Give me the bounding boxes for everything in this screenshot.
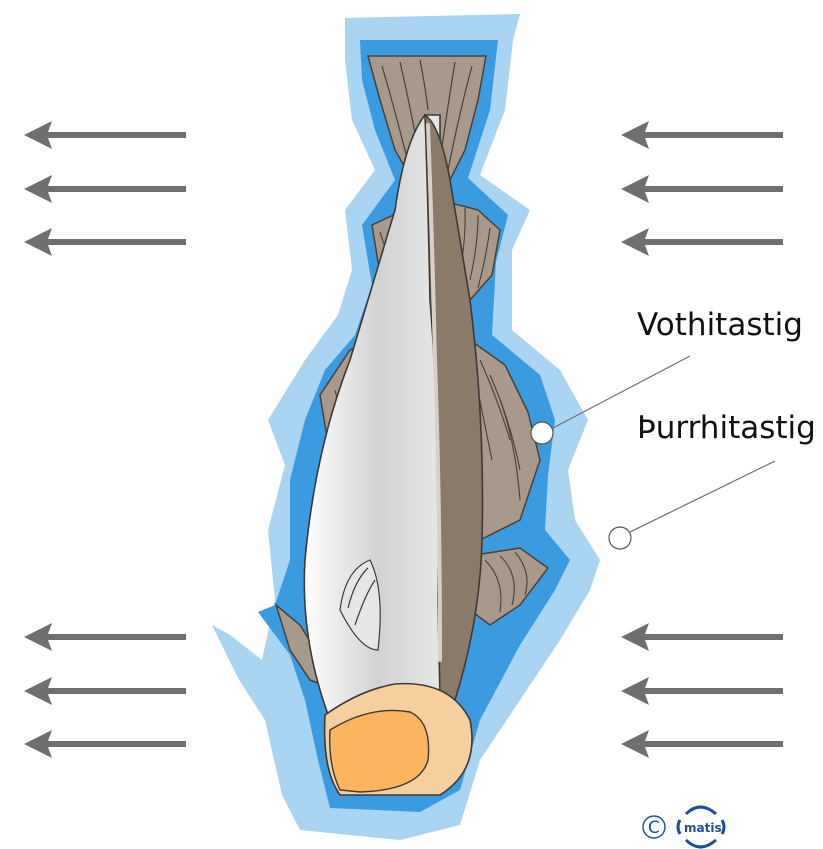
arrow-left-icon <box>24 730 186 758</box>
arrow-left-icon <box>621 121 783 149</box>
arrow-left-icon <box>621 730 783 758</box>
arrow-left-icon <box>24 677 186 705</box>
fish-cut-flesh-inner <box>330 710 429 792</box>
arrow-left-icon <box>24 121 186 149</box>
copyright-symbol: C <box>648 818 660 838</box>
arrow-left-icon <box>24 228 186 256</box>
dry-bulb-sensor-icon <box>609 527 631 549</box>
arrow-left-icon <box>621 228 783 256</box>
arrow-left-icon <box>24 623 186 651</box>
arrow-left-icon <box>621 677 783 705</box>
dry-bulb-label: Þurrhitastig <box>637 410 816 446</box>
airflow-arrows-left <box>24 121 186 758</box>
wet-bulb-sensor-icon <box>531 422 553 444</box>
arrow-left-icon <box>621 175 783 203</box>
arrow-left-icon <box>24 175 186 203</box>
matis-logo-text: matis <box>684 821 722 835</box>
wet-bulb-label: Vothitastig <box>637 307 803 343</box>
arrow-left-icon <box>621 623 783 651</box>
matis-logo-icon: matis <box>678 807 724 847</box>
dry-bulb-leader-line <box>630 461 775 532</box>
